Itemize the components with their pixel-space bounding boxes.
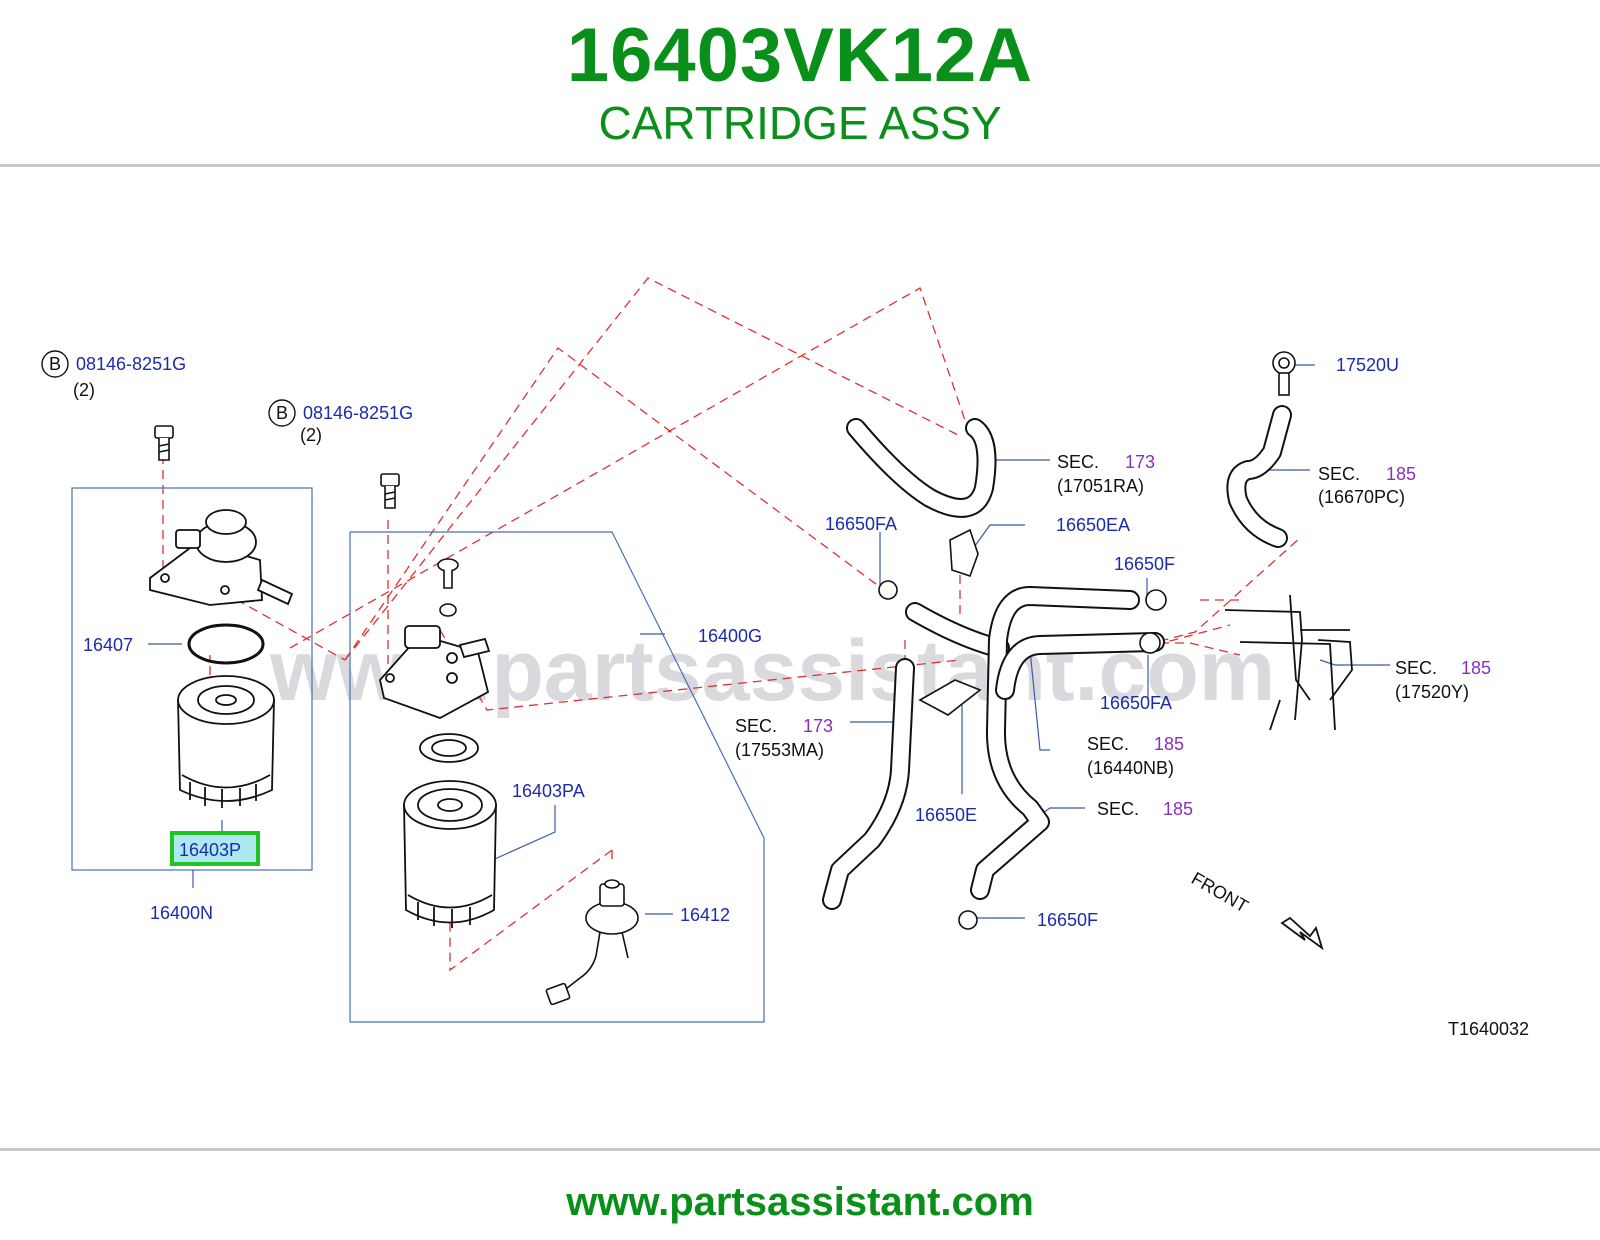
label-bolt-right-qty: (2) [300, 425, 322, 445]
label-16403PA[interactable]: 16403PA [512, 781, 585, 801]
frame-16400G [349, 531, 765, 1023]
label-16400N[interactable]: 16400N [150, 903, 213, 923]
sec-number-185-b[interactable]: 185 [1461, 658, 1491, 678]
badge-b-right: B [268, 399, 296, 427]
sec-label: SEC. [735, 716, 777, 736]
front-arrow-icon [1280, 916, 1324, 951]
badge-letter: B [49, 354, 61, 374]
clamp-16650F-top [1145, 589, 1167, 611]
sensor-16412 [545, 879, 639, 1006]
sec-number-185-c[interactable]: 185 [1154, 734, 1184, 754]
sec-label: SEC. [1395, 658, 1437, 678]
footer-website-url[interactable]: www.partsassistant.com [566, 1180, 1034, 1224]
frame-16400N [71, 487, 313, 871]
banjo-fitting-17520U [1272, 351, 1296, 396]
filter-head-right [379, 625, 491, 719]
sec-ref-16440NB: (16440NB) [1087, 758, 1174, 778]
label-17520U[interactable]: 17520U [1336, 355, 1399, 375]
front-label: FRONT [1188, 868, 1252, 916]
label-bolt-left[interactable]: 08146-8251G [76, 354, 186, 374]
label-16650FA-mid[interactable]: 16650FA [1100, 693, 1172, 713]
label-16650EA[interactable]: 16650EA [1056, 515, 1130, 535]
sec-number-173-a[interactable]: 173 [1125, 452, 1155, 472]
clamp-16650EA [949, 528, 979, 578]
cartridge-16403P [177, 675, 275, 808]
label-16403P[interactable]: 16403P [179, 840, 241, 860]
label-16412[interactable]: 16412 [680, 905, 730, 925]
label-16400G[interactable]: 16400G [698, 626, 762, 646]
sec-number-185-d[interactable]: 185 [1163, 799, 1193, 819]
fuel-hoses [822, 405, 1292, 910]
part-number-title: 16403VK12A [566, 13, 1034, 98]
o-ring-16407 [187, 623, 265, 665]
label-16650E[interactable]: 16650E [915, 805, 977, 825]
sec-ref-17051RA: (17051RA) [1057, 476, 1144, 496]
hose-clamps [878, 528, 1167, 930]
sec-ref-16670PC: (16670PC) [1318, 487, 1405, 507]
highlight-box-16403P [170, 831, 260, 866]
label-16407[interactable]: 16407 [83, 635, 133, 655]
sec-number-173-b[interactable]: 173 [803, 716, 833, 736]
part-name-subtitle: CARTRIDGE ASSY [598, 97, 1002, 149]
cartridge-16403PA [403, 780, 497, 928]
pipe-assembly-17520Y [1224, 594, 1353, 731]
badge-letter: B [276, 403, 288, 423]
footer-divider [0, 1148, 1600, 1151]
clamp-16650FA-mid [1139, 632, 1161, 654]
clamp-16650E [918, 679, 982, 716]
sec-number-185-a[interactable]: 185 [1386, 464, 1416, 484]
label-bolt-right[interactable]: 08146-8251G [303, 403, 413, 423]
sec-ref-17520Y: (17520Y) [1395, 682, 1469, 702]
label-16650F-top[interactable]: 16650F [1114, 554, 1175, 574]
clamp-16650FA-top [878, 580, 898, 600]
bolt-08146-8251G-right [380, 473, 400, 509]
header-divider [0, 164, 1600, 167]
clamp-16650F-bottom [958, 910, 978, 930]
sec-label: SEC. [1097, 799, 1139, 819]
label-bolt-left-qty: (2) [73, 380, 95, 400]
seal-ring-16400G [419, 733, 479, 763]
sec-ref-17553MA: (17553MA) [735, 740, 824, 760]
sec-label: SEC. [1087, 734, 1129, 754]
parts-diagram: www.partsassistant.com [41, 277, 1529, 1039]
sec-label: SEC. [1318, 464, 1360, 484]
label-16650FA-top[interactable]: 16650FA [825, 514, 897, 534]
assembly-frames [71, 487, 765, 1023]
filter-head-left [149, 509, 294, 606]
label-16650F-bottom[interactable]: 16650F [1037, 910, 1098, 930]
screw-16400G [437, 558, 459, 617]
diagram-code: T1640032 [1448, 1019, 1529, 1039]
label-leader-lines [148, 364, 1390, 919]
page-header: 16403VK12A CARTRIDGE ASSY [0, 0, 1600, 170]
badge-b-left: B [41, 350, 69, 378]
bolt-08146-8251G-left [154, 425, 174, 461]
sec-label: SEC. [1057, 452, 1099, 472]
